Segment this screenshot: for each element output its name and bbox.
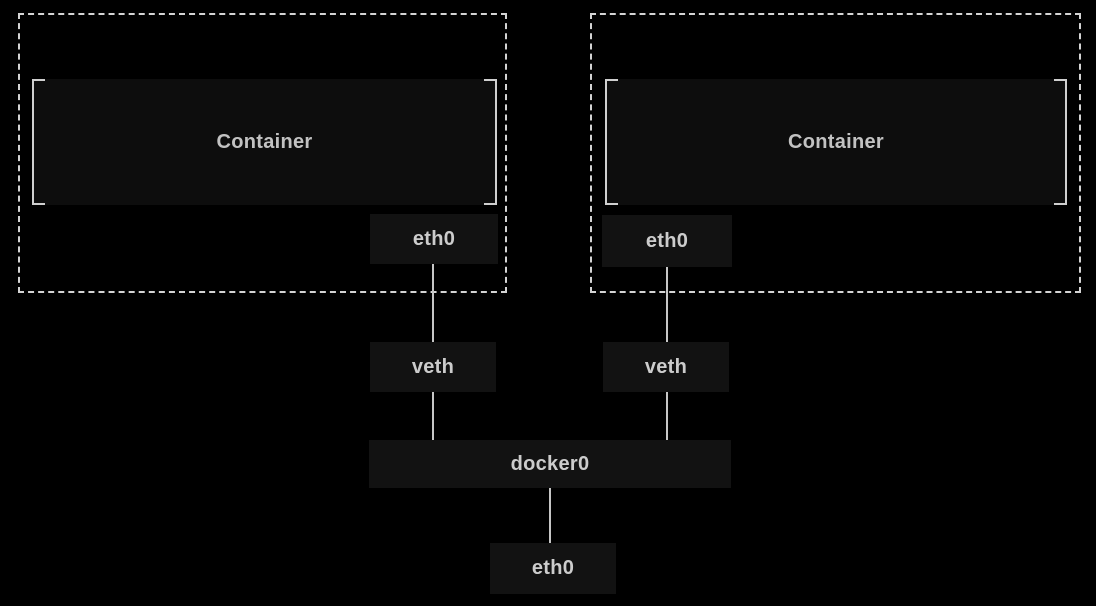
left-bracket-icon xyxy=(605,79,618,205)
eth0-interface-left: eth0 xyxy=(370,214,498,264)
host-eth0-interface: eth0 xyxy=(490,543,616,594)
container-label: Container xyxy=(216,130,313,153)
connector-line-eth-veth-right xyxy=(666,267,668,342)
docker0-label: docker0 xyxy=(510,452,590,475)
left-bracket-icon xyxy=(32,79,45,205)
container-node-right: Container xyxy=(605,79,1067,205)
host-eth0-label: eth0 xyxy=(531,557,575,579)
eth0-interface-right: eth0 xyxy=(602,215,732,267)
right-bracket-icon xyxy=(484,79,497,205)
connector-line-veth-docker-right xyxy=(666,392,668,440)
veth-label: veth xyxy=(411,355,455,378)
right-bracket-icon xyxy=(1054,79,1067,205)
connector-line-eth-veth-left xyxy=(432,264,434,342)
connector-line-veth-docker-left xyxy=(432,392,434,440)
veth-label: veth xyxy=(644,355,688,378)
docker0-bridge: docker0 xyxy=(369,440,731,488)
veth-interface-left: veth xyxy=(370,342,496,392)
container-node-left: Container xyxy=(32,79,497,205)
eth0-label: eth0 xyxy=(412,227,456,250)
eth0-label: eth0 xyxy=(645,229,689,252)
container-label: Container xyxy=(787,130,885,153)
veth-interface-right: veth xyxy=(603,342,729,392)
connector-line-docker-eth xyxy=(549,488,551,543)
